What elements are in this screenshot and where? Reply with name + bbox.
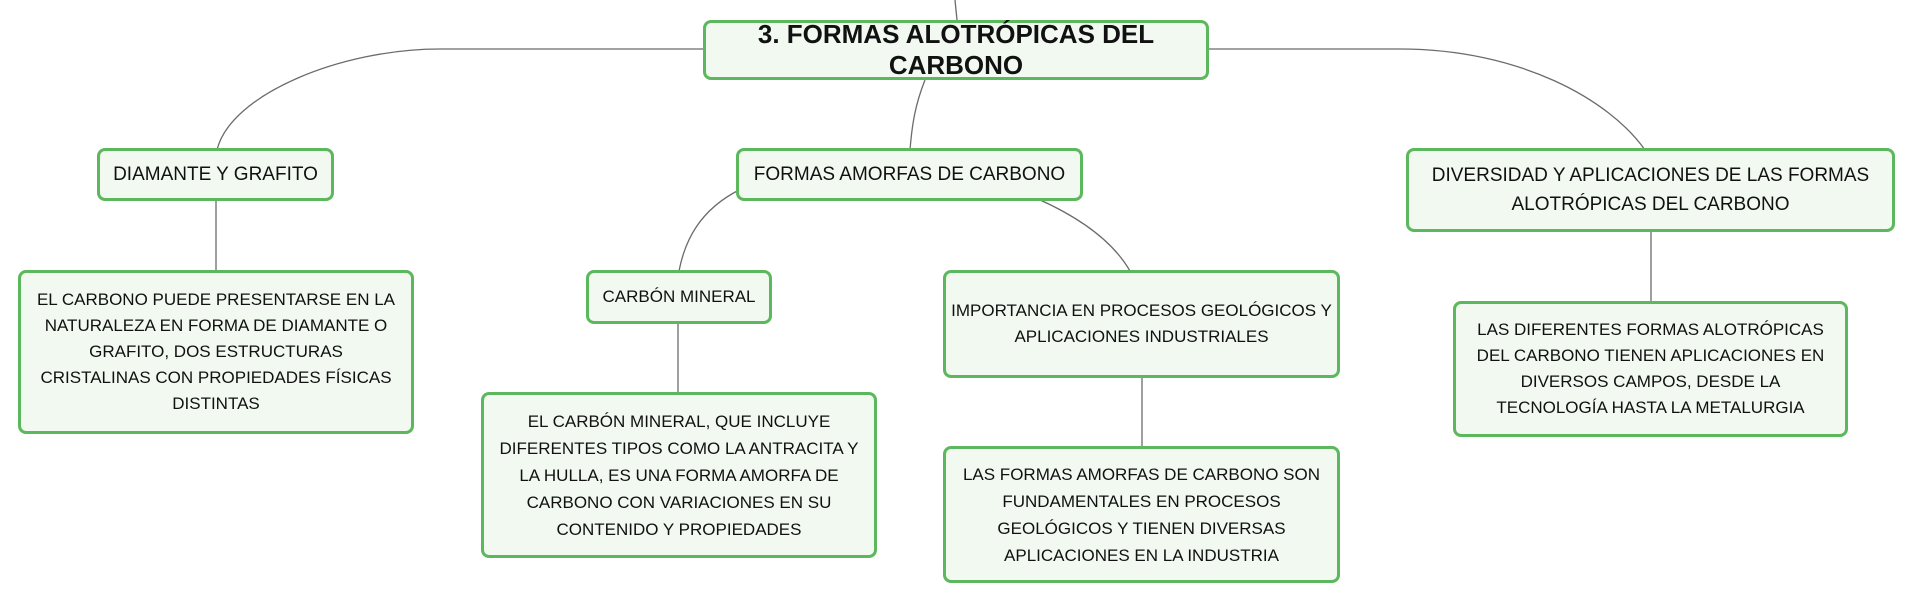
geological-importance-label: IMPORTANCIA EN PROCESOS GEOLÓGICOS Y APL… bbox=[951, 301, 1332, 346]
geological-importance-detail-node[interactable]: LAS FORMAS AMORFAS DE CARBONO SON FUNDAM… bbox=[943, 446, 1340, 583]
mineral-coal-node[interactable]: CARBÓN MINERAL bbox=[586, 270, 772, 324]
connector-parent-to-root bbox=[954, 0, 958, 21]
geological-importance-node[interactable]: IMPORTANCIA EN PROCESOS GEOLÓGICOS Y APL… bbox=[943, 270, 1340, 378]
mineral-coal-detail-node[interactable]: EL CARBÓN MINERAL, QUE INCLUYE DIFERENTE… bbox=[481, 392, 877, 558]
diamond-graphite-node[interactable]: DIAMANTE Y GRAFITO bbox=[97, 148, 334, 201]
amorphous-forms-label: FORMAS AMORFAS DE CARBONO bbox=[753, 164, 1066, 185]
diamond-graphite-detail-node[interactable]: EL CARBONO PUEDE PRESENTARSE EN LA NATUR… bbox=[18, 270, 414, 434]
diversity-applications-label: DIVERSIDAD Y APLICACIONES DE LAS FORMAS … bbox=[1431, 165, 1870, 215]
root-topic-node[interactable]: 3. FORMAS ALOTRÓPICAS DEL CARBONO bbox=[703, 19, 1209, 80]
mineral-coal-detail-text: EL CARBÓN MINERAL, QUE INCLUYE DIFERENTE… bbox=[499, 411, 859, 539]
diamond-graphite-label: DIAMANTE Y GRAFITO bbox=[113, 164, 318, 185]
connector-amorphous-to-importance bbox=[1037, 198, 1131, 272]
diversity-detail-text: LAS DIFERENTES FORMAS ALOTRÓPICAS DEL CA… bbox=[1476, 320, 1825, 417]
amorphous-forms-node[interactable]: FORMAS AMORFAS DE CARBONO bbox=[736, 148, 1083, 201]
connector-amorphous-to-mineral bbox=[678, 189, 740, 272]
connector-root-to-diamond bbox=[216, 48, 706, 151]
connector-root-to-diversity bbox=[1209, 48, 1646, 151]
diamond-graphite-detail-text: EL CARBONO PUEDE PRESENTARSE EN LA NATUR… bbox=[36, 290, 396, 413]
diversity-detail-node[interactable]: LAS DIFERENTES FORMAS ALOTRÓPICAS DEL CA… bbox=[1453, 301, 1848, 437]
geological-importance-detail-text: LAS FORMAS AMORFAS DE CARBONO SON FUNDAM… bbox=[962, 464, 1321, 565]
connector-root-to-amorphous bbox=[909, 79, 926, 151]
mineral-coal-label: CARBÓN MINERAL bbox=[602, 287, 756, 306]
diversity-applications-node[interactable]: DIVERSIDAD Y APLICACIONES DE LAS FORMAS … bbox=[1406, 148, 1895, 232]
root-topic-label: 3. FORMAS ALOTRÓPICAS DEL CARBONO bbox=[757, 19, 1155, 80]
